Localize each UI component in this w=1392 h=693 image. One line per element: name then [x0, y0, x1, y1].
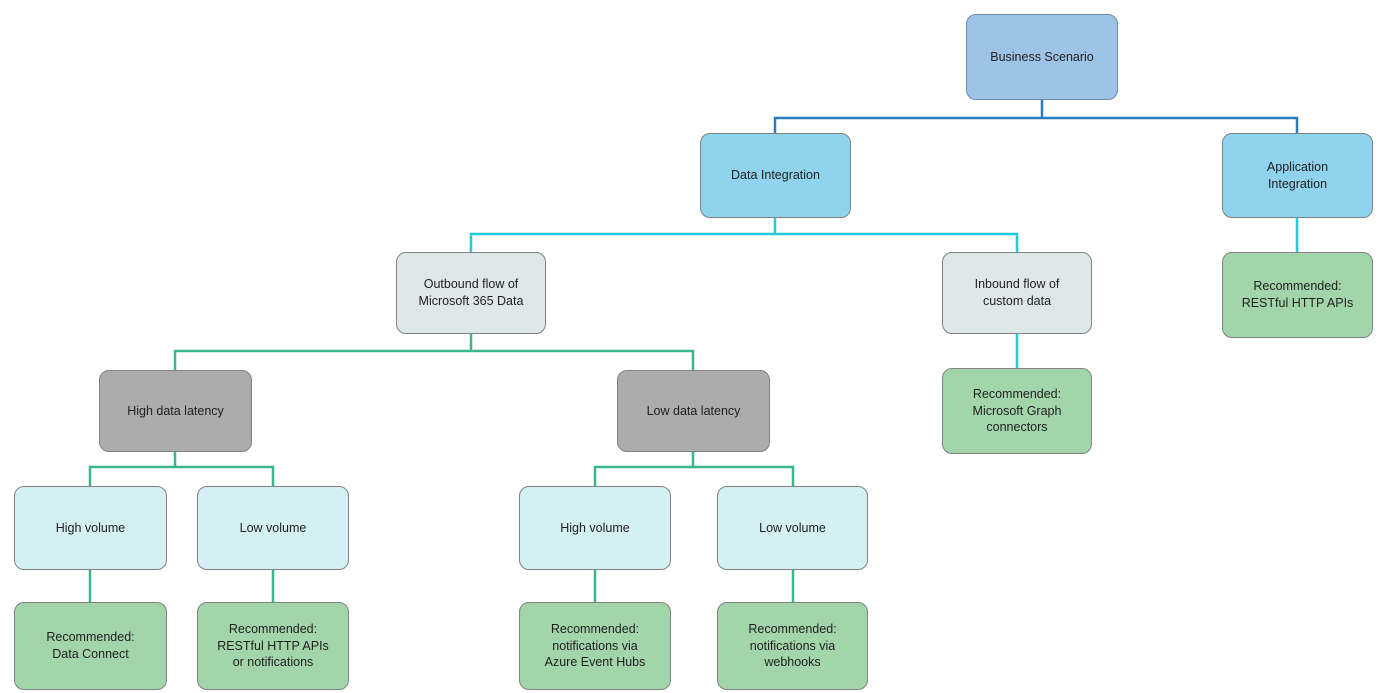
- node-outbound-flow: Outbound flow of Microsoft 365 Data: [396, 252, 546, 334]
- node-recommended-microsoft-graph-connectors: Recommended: Microsoft Graph connectors: [942, 368, 1092, 454]
- node-high-data-latency: High data latency: [99, 370, 252, 452]
- node-low-data-latency: Low data latency: [617, 370, 770, 452]
- node-recommended-restful-or-notifications: Recommended: RESTful HTTP APIs or notifi…: [197, 602, 349, 690]
- node-recommended-azure-event-hubs: Recommended: notifications via Azure Eve…: [519, 602, 671, 690]
- node-high-volume-left: High volume: [14, 486, 167, 570]
- node-inbound-flow: Inbound flow of custom data: [942, 252, 1092, 334]
- node-low-volume-left: Low volume: [197, 486, 349, 570]
- node-application-integration: Application Integration: [1222, 133, 1373, 218]
- node-recommended-data-connect: Recommended: Data Connect: [14, 602, 167, 690]
- node-recommended-restful-http-apis: Recommended: RESTful HTTP APIs: [1222, 252, 1373, 338]
- node-recommended-webhooks: Recommended: notifications via webhooks: [717, 602, 868, 690]
- node-low-volume-center: Low volume: [717, 486, 868, 570]
- connector-business-scenario-children: [773, 100, 1299, 133]
- node-data-integration: Data Integration: [700, 133, 851, 218]
- connector-data-integration-children: [469, 218, 1299, 368]
- node-high-volume-center: High volume: [519, 486, 671, 570]
- node-business-scenario: Business Scenario: [966, 14, 1118, 100]
